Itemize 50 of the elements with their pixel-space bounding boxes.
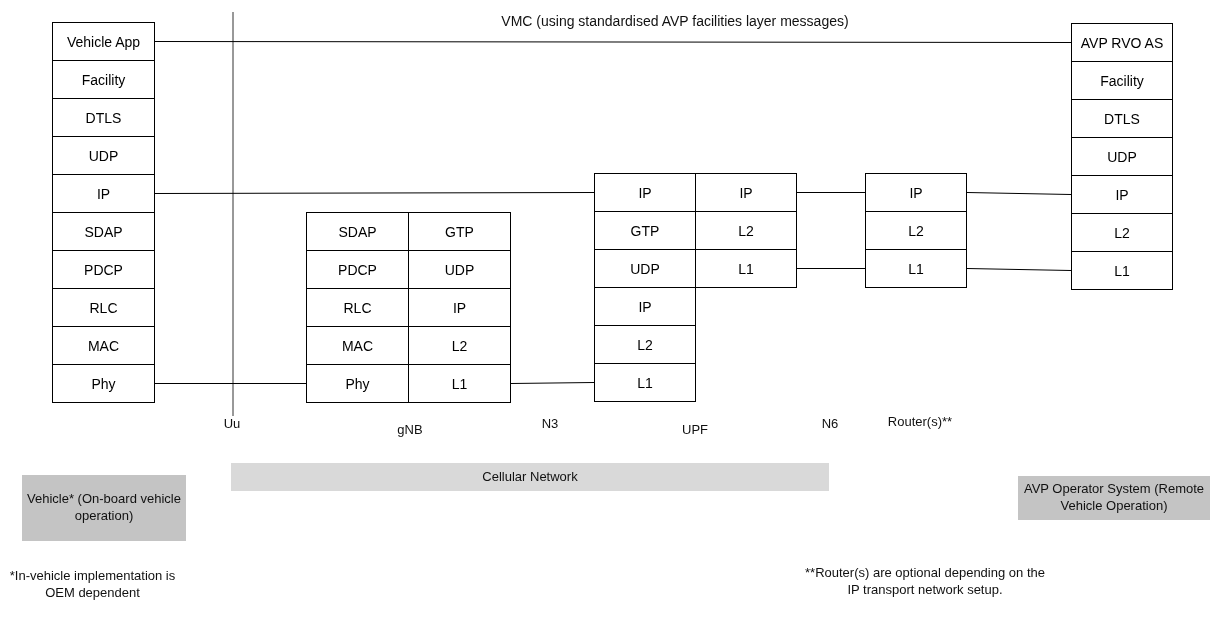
protocol-layer-cell: IP [695, 173, 797, 212]
group-band: Vehicle* (On-board vehicle operation) [22, 475, 186, 541]
protocol-layer-cell: MAC [52, 326, 155, 365]
connector-line [966, 192, 1072, 195]
reference-label: N6 [820, 416, 840, 433]
protocol-layer-cell: SDAP [306, 212, 409, 251]
protocol-layer-cell: DTLS [1071, 99, 1173, 138]
protocol-layer-cell: Facility [1071, 61, 1173, 100]
protocol-layer-cell: PDCP [52, 250, 155, 289]
protocol-layer-cell: AVP RVO AS [1071, 23, 1173, 62]
reference-label: N3 [540, 416, 560, 433]
reference-label: gNB [396, 422, 424, 439]
connector-line [154, 192, 595, 194]
protocol-layer-cell: L1 [594, 363, 696, 402]
connector-line [510, 382, 595, 384]
reference-label: UPF [681, 422, 709, 439]
protocol-layer-cell: L1 [408, 364, 511, 403]
connector-line [796, 268, 866, 269]
protocol-layer-cell: Phy [306, 364, 409, 403]
edge-label: VMC (using standardised AVP facilities layer messages) [501, 13, 849, 29]
reference-label: Router(s)** [886, 414, 954, 431]
protocol-layer-cell: GTP [408, 212, 511, 251]
protocol-layer-cell: Vehicle App [52, 22, 155, 61]
protocol-layer-cell: SDAP [52, 212, 155, 251]
footnote: *In-vehicle implementation is OEM dependent [8, 568, 177, 602]
protocol-layer-cell: IP [594, 173, 696, 212]
protocol-layer-cell: L1 [695, 249, 797, 288]
connector-line [966, 268, 1072, 271]
protocol-layer-cell: RLC [52, 288, 155, 327]
connector-line [154, 41, 1072, 43]
footnote: **Router(s) are optional depending on the IP transport network setup. [804, 565, 1046, 599]
connector-line [154, 383, 307, 384]
protocol-layer-cell: Phy [52, 364, 155, 403]
protocol-layer-cell: IP [1071, 175, 1173, 214]
protocol-layer-cell: L1 [865, 249, 967, 288]
connector-line [796, 192, 866, 193]
group-band: Cellular Network [231, 463, 829, 491]
protocol-layer-cell: UDP [1071, 137, 1173, 176]
reference-label: Uu [222, 416, 242, 433]
group-band: AVP Operator System (Remote Vehicle Operation) [1018, 476, 1210, 520]
protocol-layer-cell: L2 [865, 211, 967, 250]
protocol-layer-cell: UDP [52, 136, 155, 175]
protocol-layer-cell: IP [594, 287, 696, 326]
protocol-layer-cell: L2 [594, 325, 696, 364]
protocol-layer-cell: IP [52, 174, 155, 213]
protocol-layer-cell: L1 [1071, 251, 1173, 290]
protocol-layer-cell: IP [865, 173, 967, 212]
protocol-layer-cell: DTLS [52, 98, 155, 137]
protocol-layer-cell: L2 [1071, 213, 1173, 252]
protocol-layer-cell: Facility [52, 60, 155, 99]
